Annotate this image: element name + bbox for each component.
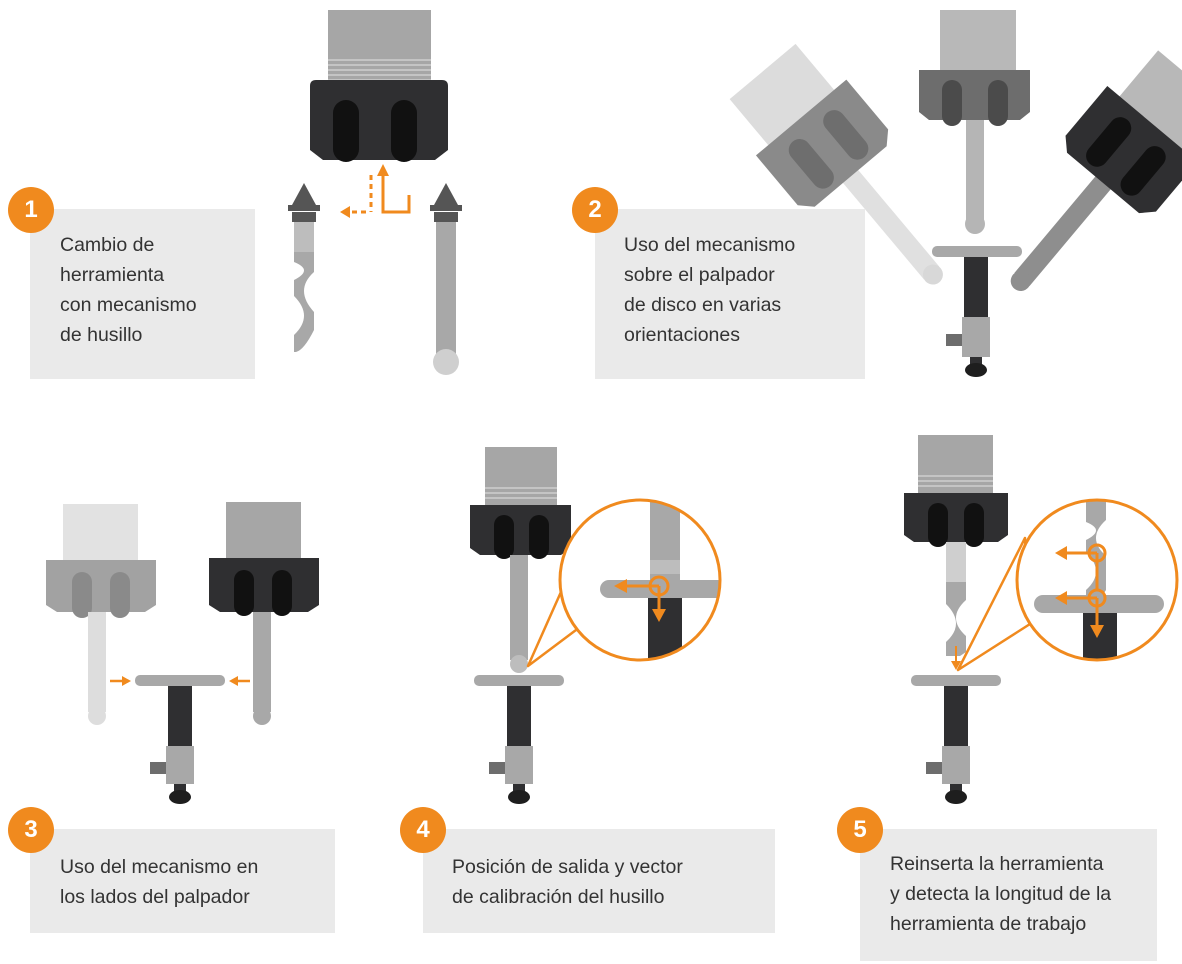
step-3-panel	[30, 829, 335, 933]
calibration-vector-arrows	[614, 575, 670, 622]
step-5-illustration	[904, 435, 1179, 804]
spindle-dark-tilted	[1010, 50, 1182, 291]
step-2-panel	[595, 209, 865, 379]
step-2-badge: 2	[572, 187, 618, 233]
step-3-illustration	[46, 502, 319, 804]
step-3-caption: Uso del mecanismo en los lados del palpa…	[60, 856, 259, 908]
step-4-badge: 4	[400, 807, 446, 853]
disc-probe	[135, 675, 225, 804]
drill-tool	[288, 183, 320, 352]
spindle-dark	[310, 10, 448, 162]
step-1-badge: 1	[8, 187, 54, 233]
step-5-panel	[860, 829, 1157, 961]
step-1-illustration	[288, 10, 462, 375]
step-1-caption: Cambio de herramienta con mecanismo de h…	[60, 234, 197, 346]
step-5-caption: Reinserta la herramienta y detecta la lo…	[890, 853, 1112, 935]
step-4-illustration	[470, 447, 722, 804]
spindle-dark	[904, 435, 1008, 547]
probe-stylus	[430, 183, 462, 375]
zoom-callout	[956, 498, 1179, 672]
drill-tool	[946, 542, 966, 656]
step-4-caption: Posición de salida y vector de calibraci…	[452, 856, 683, 908]
step-2-caption: Uso del mecanismo sobre el palpador de d…	[624, 234, 796, 346]
step-5-badge: 5	[837, 807, 883, 853]
side-contact-arrows	[110, 676, 250, 686]
spindle-mid-vertical	[919, 10, 1030, 234]
insert-arrow	[951, 646, 961, 670]
spindle-pale-tilted	[729, 43, 943, 285]
step-2-illustration	[729, 10, 1182, 377]
disc-probe	[932, 246, 1022, 377]
step-3-badge: 3	[8, 807, 54, 853]
spindle-dark-right	[209, 502, 319, 725]
disc-probe	[474, 675, 564, 804]
tool-change-arrows	[340, 164, 411, 218]
step-1-panel	[30, 209, 255, 379]
spindle-light-left	[46, 504, 156, 725]
disc-probe	[911, 675, 1001, 804]
step-4-panel	[423, 829, 775, 933]
tool-length-arrows	[1055, 543, 1107, 638]
zoom-callout	[526, 498, 722, 668]
spindle-dark	[470, 447, 571, 673]
